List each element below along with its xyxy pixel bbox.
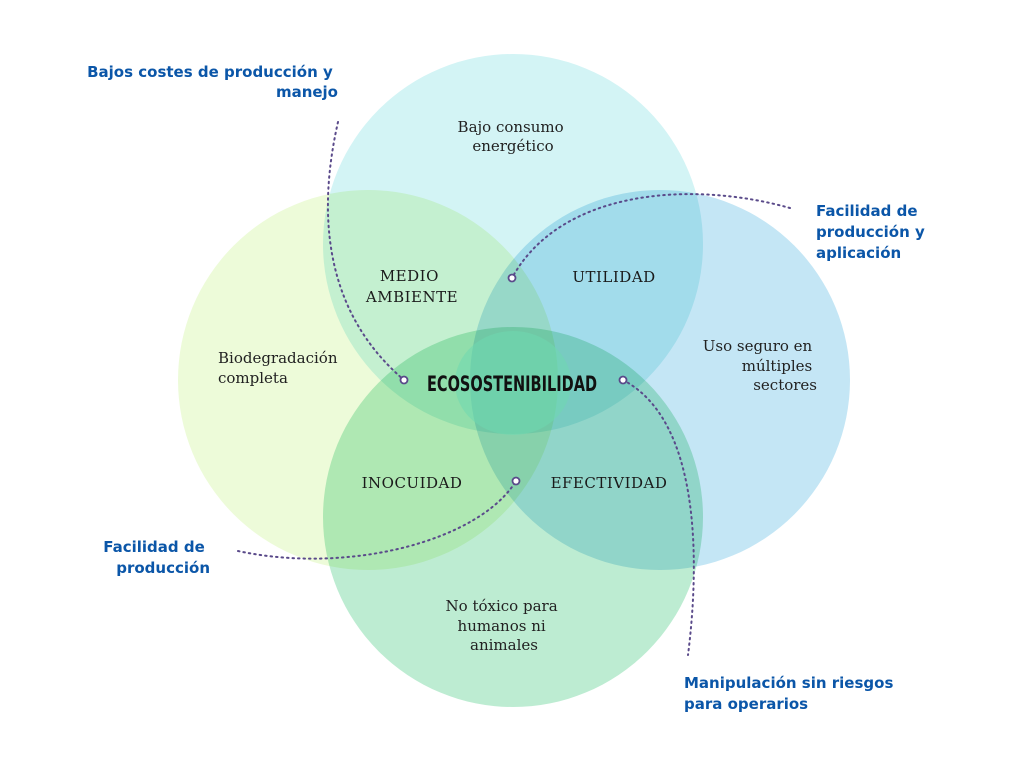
zone-bottom-right-label: EFECTIVIDAD	[551, 474, 668, 492]
callout-top-left: Bajos costes de producción y manejo	[87, 63, 338, 101]
center-overlap	[455, 331, 571, 435]
region-bottom-label: No tóxico para humanos ni animales	[446, 597, 563, 654]
connectors	[237, 121, 791, 656]
zone-bottom-left-label: INOCUIDAD	[362, 474, 463, 492]
connector-top-left-end	[399, 375, 409, 385]
connector-bottom-right	[622, 379, 695, 656]
circles	[178, 54, 850, 707]
zone-top-right-label: UTILIDAD	[572, 268, 655, 286]
center-label: ECOSOSTENIBILIDAD	[427, 372, 597, 396]
region-right-label: Uso seguro en múltiples sectores	[703, 337, 817, 394]
zone-top-left-label: MEDIO AMBIENTE	[365, 267, 458, 306]
region-top-label: Bajo consumo energético	[458, 118, 569, 155]
callout-bottom-left: Facilidad de producción	[103, 538, 210, 577]
connector-bottom-right-end	[618, 375, 628, 385]
region-left-label: Biodegradación completa	[218, 349, 342, 387]
connector-bottom-left	[237, 480, 517, 560]
connector-bottom-left-end	[511, 476, 521, 486]
callout-top-right: Facilidad de producción y aplicación	[816, 202, 930, 262]
connector-top-right-end	[507, 273, 517, 283]
circle-bottom	[323, 327, 703, 707]
callout-bottom-right: Manipulación sin riesgos para operarios	[684, 674, 899, 713]
connector-top-right	[511, 193, 791, 279]
connector-top-left	[327, 121, 405, 381]
